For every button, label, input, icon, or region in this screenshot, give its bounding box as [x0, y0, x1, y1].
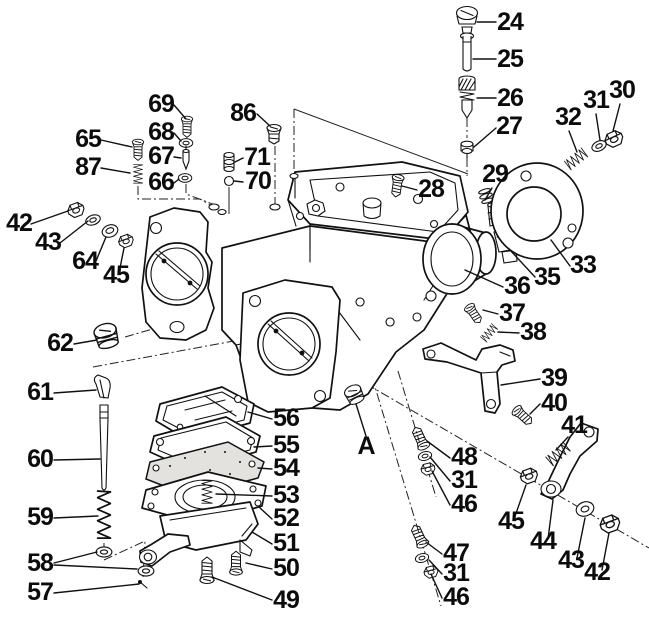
callout-52: 52: [273, 504, 299, 532]
nut-45-right: [518, 466, 540, 486]
callout-86: 86: [230, 99, 256, 127]
callout-30: 30: [609, 76, 635, 104]
callout-24: 24: [497, 8, 524, 36]
callout-33: 33: [570, 251, 596, 279]
nut-46b: [422, 564, 440, 580]
spring-59: [96, 490, 112, 540]
callout-43-right: 43: [558, 546, 584, 574]
screw-65: [131, 138, 145, 161]
callout-39: 39: [541, 364, 567, 392]
secondary-throttle-flange: [239, 279, 341, 413]
callout-68: 68: [148, 118, 175, 146]
callout-67: 67: [148, 142, 174, 170]
callout-29: 29: [482, 160, 508, 188]
primary-throttle-flange: [141, 207, 215, 341]
callout-37: 37: [499, 299, 525, 327]
callout-57: 57: [27, 578, 53, 606]
ball-70: [223, 175, 235, 187]
nut-42-left: [65, 200, 87, 220]
callout-43-left: 43: [35, 228, 61, 256]
callout-65: 65: [75, 125, 102, 153]
throttle-lever-39: [422, 342, 516, 414]
callout-42-right: 42: [584, 558, 610, 586]
nut-42-right: [597, 512, 623, 536]
kick-lever-44: [540, 422, 599, 500]
screw-47: [407, 522, 431, 551]
screw-86: [266, 123, 282, 145]
callout-66: 66: [148, 168, 174, 196]
callout-32: 32: [555, 103, 581, 131]
callout-60: 60: [27, 445, 53, 473]
washer-31a: [416, 449, 434, 463]
callout-42-left: 42: [6, 209, 32, 237]
screw-49: [199, 556, 215, 585]
callout-50: 50: [273, 554, 299, 582]
screw-40: [510, 403, 536, 429]
pump-rod-group: [93, 374, 111, 491]
callout-26: 26: [497, 84, 523, 112]
diaphragm-chamber: [422, 223, 497, 295]
screw-48: [408, 424, 432, 453]
callout-36: 36: [504, 272, 530, 300]
needle-67: [182, 145, 190, 171]
screw-37: [462, 301, 485, 327]
callout-labels: 24 25 26 27 86 69 68 67 66 65 87 71 70 2…: [6, 8, 636, 614]
washer-43-left: [83, 212, 103, 228]
callout-56: 56: [273, 404, 299, 432]
callout-62: 62: [47, 329, 73, 357]
screw-69: [180, 115, 194, 138]
callout-51: 51: [273, 529, 300, 557]
pump-jet-group: [455, 5, 479, 159]
callout-35: 35: [534, 263, 561, 291]
callout-31a: 31: [451, 466, 478, 494]
callout-87: 87: [75, 153, 101, 181]
washer-58a: [95, 546, 113, 558]
accelerator-pump-assembly: [138, 386, 267, 567]
callout-41: 41: [561, 411, 588, 439]
callout-71: 71: [244, 143, 271, 171]
callout-38: 38: [520, 318, 547, 346]
callout-27: 27: [496, 112, 522, 140]
callout-45-right: 45: [498, 507, 525, 535]
callout-69: 69: [148, 90, 174, 118]
callout-59: 59: [27, 503, 53, 531]
piston-71: [223, 151, 235, 173]
callout-49: 49: [273, 586, 299, 614]
callout-47: 47: [443, 539, 469, 567]
callout-64: 64: [72, 247, 99, 275]
screw-50: [229, 550, 243, 576]
nut-30: [602, 128, 626, 150]
callout-A: A: [357, 432, 375, 460]
callout-46a: 46: [451, 490, 477, 518]
spring-87: [133, 164, 143, 184]
callout-61: 61: [27, 378, 54, 406]
callout-31b: 31: [443, 559, 470, 587]
callout-28: 28: [418, 175, 445, 203]
callout-25: 25: [497, 45, 524, 73]
callout-58: 58: [27, 549, 54, 577]
callout-54: 54: [273, 454, 300, 482]
outlet-flange: [490, 162, 584, 260]
callout-48: 48: [451, 443, 478, 471]
callout-45-left: 45: [103, 261, 130, 289]
washer-64: [101, 224, 119, 238]
leader-lines: [30, 21, 621, 601]
nut-45-left: [116, 232, 136, 250]
callout-55: 55: [273, 431, 300, 459]
callout-70: 70: [245, 167, 271, 195]
callout-44: 44: [530, 527, 557, 555]
callout-46b: 46: [443, 583, 469, 611]
spring-38: [480, 323, 499, 343]
callout-53: 53: [273, 481, 299, 509]
callout-40: 40: [541, 389, 567, 417]
clip-57: [138, 580, 148, 589]
washer-58b: [137, 565, 155, 577]
plug-62: [91, 320, 122, 352]
washer-43-right: [575, 501, 595, 517]
callout-31: 31: [583, 86, 610, 114]
washer-66: [177, 173, 193, 183]
